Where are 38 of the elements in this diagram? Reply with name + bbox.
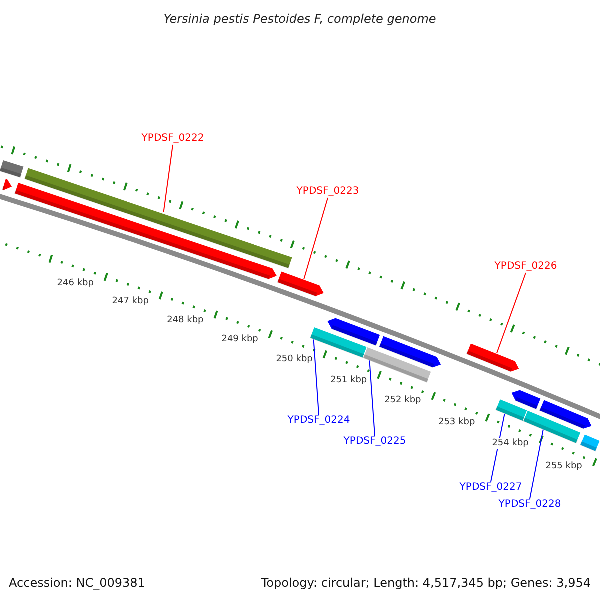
gene-bar (510, 389, 542, 410)
gene-bar (378, 335, 442, 368)
gene-bar (538, 399, 593, 430)
gene-bar (276, 270, 326, 298)
gene-label: YPDSF_0223 (296, 186, 360, 198)
gene-bar (495, 398, 528, 422)
gene-bar (580, 434, 600, 452)
gene-bar (14, 182, 278, 280)
accession-label: Accession: NC_009381 (9, 575, 146, 592)
position-label: 248 kbp (166, 316, 205, 327)
gene-bar (2, 178, 14, 192)
position-label: 253 kbp (437, 417, 476, 428)
gene-bar (24, 167, 294, 270)
position-label: 247 kbp (111, 296, 150, 308)
gene-label: YPDSF_0228 (498, 499, 562, 511)
position-label: 250 kbp (275, 354, 314, 366)
gene-bar (0, 160, 25, 178)
genome-stats-label: Topology: circular; Length: 4,517,345 bp; Genes: 3,954 (261, 575, 591, 592)
gene-bar (466, 342, 520, 373)
leader-line (496, 272, 526, 354)
gene-label: YPDSF_0226 (494, 261, 558, 273)
gene-bar (326, 317, 382, 347)
gene-label: YPDSF_0225 (344, 436, 406, 448)
leader-line (163, 144, 174, 213)
position-label: 249 kbp (220, 334, 260, 346)
gene-label: YPDSF_0222 (142, 133, 204, 145)
gene-label: YPDSF_0227 (460, 482, 522, 494)
leader-line (530, 429, 544, 500)
leader-line (313, 339, 320, 416)
position-label: 252 kbp (384, 396, 422, 407)
position-label: 255 kbp (544, 461, 584, 472)
leader-line (369, 360, 376, 436)
position-label: 246 kbp (56, 278, 95, 290)
gene-label: YPDSF_0224 (288, 415, 350, 427)
position-label: 254 kbp (491, 438, 530, 450)
position-label: 251 kbp (329, 375, 368, 386)
map-title: Yersinia pestis Pestoides F, complete genome (164, 11, 436, 28)
leader-line (304, 198, 328, 280)
